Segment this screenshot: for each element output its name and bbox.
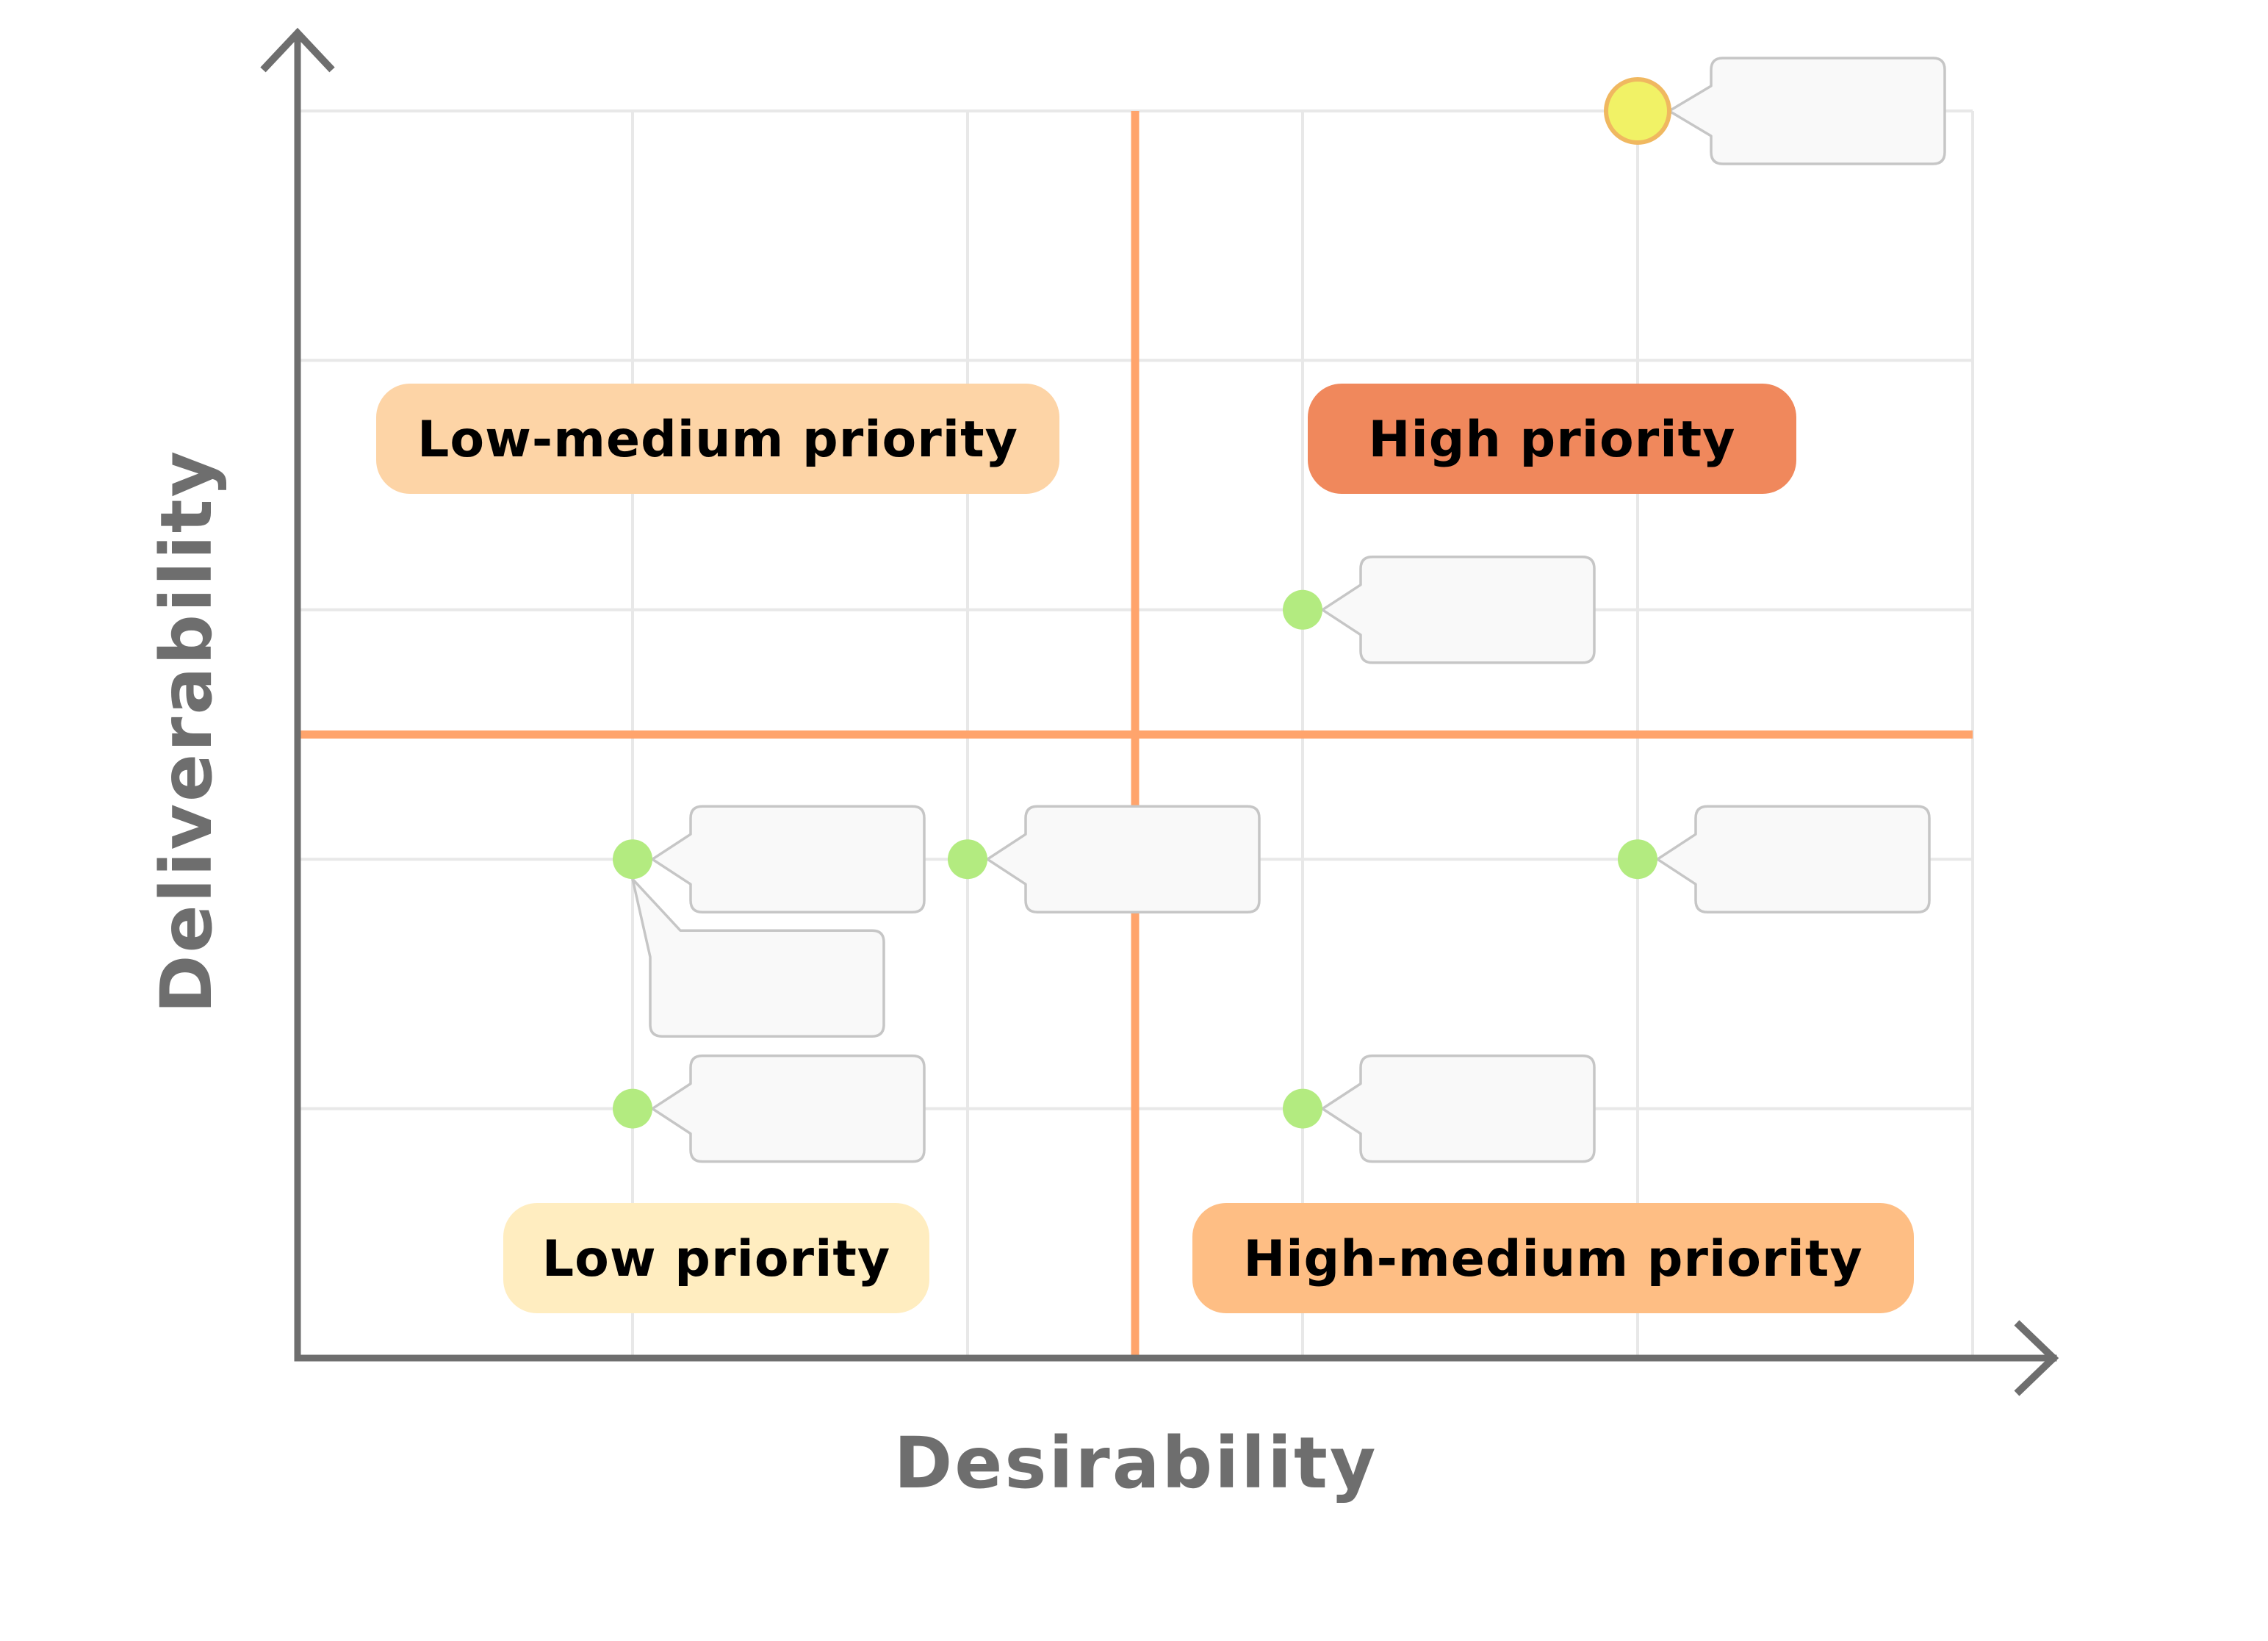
quadrant-label-text: Low-medium priority bbox=[417, 411, 1018, 469]
callout-box-2-1 bbox=[631, 877, 885, 1038]
axes bbox=[260, 27, 2059, 1396]
callout-box-4-0 bbox=[1656, 805, 1931, 913]
y-axis-arrow-icon bbox=[260, 27, 335, 73]
quadrant-label-background bbox=[376, 384, 1059, 494]
quadrant-label-low-medium: Low-medium priority bbox=[376, 384, 1059, 494]
quadrant-label-background bbox=[503, 1203, 929, 1313]
quadrant-label-text: High-medium priority bbox=[1243, 1230, 1862, 1288]
quadrant-label-high-medium: High-medium priority bbox=[1192, 1203, 1914, 1313]
highlighted-data-point[interactable] bbox=[1604, 77, 1671, 145]
x-axis-label: Desirability bbox=[894, 1422, 1378, 1504]
data-point[interactable] bbox=[613, 1088, 652, 1129]
quadrant-label-low: Low priority bbox=[503, 1203, 929, 1313]
callout-box-2-0 bbox=[651, 805, 926, 913]
data-points bbox=[613, 77, 1671, 1129]
quadrant-label-high: High priority bbox=[1308, 384, 1796, 494]
callout-box-3-0 bbox=[986, 805, 1261, 913]
data-point[interactable] bbox=[1283, 589, 1322, 630]
data-point[interactable] bbox=[948, 839, 987, 880]
quadrant-label-background bbox=[1192, 1203, 1914, 1313]
callout-box-0-0 bbox=[1668, 57, 1946, 165]
callouts bbox=[631, 57, 1946, 1163]
quadrant-label-background bbox=[1308, 384, 1796, 494]
quadrant-dividers bbox=[298, 111, 1973, 1358]
x-axis-arrow-icon bbox=[2014, 1320, 2059, 1396]
quadrant-label-text: High priority bbox=[1369, 411, 1736, 469]
callout-box-1-0 bbox=[1321, 556, 1596, 664]
callout-box-5-0 bbox=[651, 1054, 926, 1163]
callout-box-6-0 bbox=[1321, 1054, 1596, 1163]
data-point[interactable] bbox=[613, 839, 652, 880]
data-point[interactable] bbox=[1618, 839, 1657, 880]
y-axis-label: Deliverability bbox=[145, 449, 228, 1013]
data-point[interactable] bbox=[1283, 1088, 1322, 1129]
quadrant-label-text: Low priority bbox=[542, 1230, 890, 1288]
